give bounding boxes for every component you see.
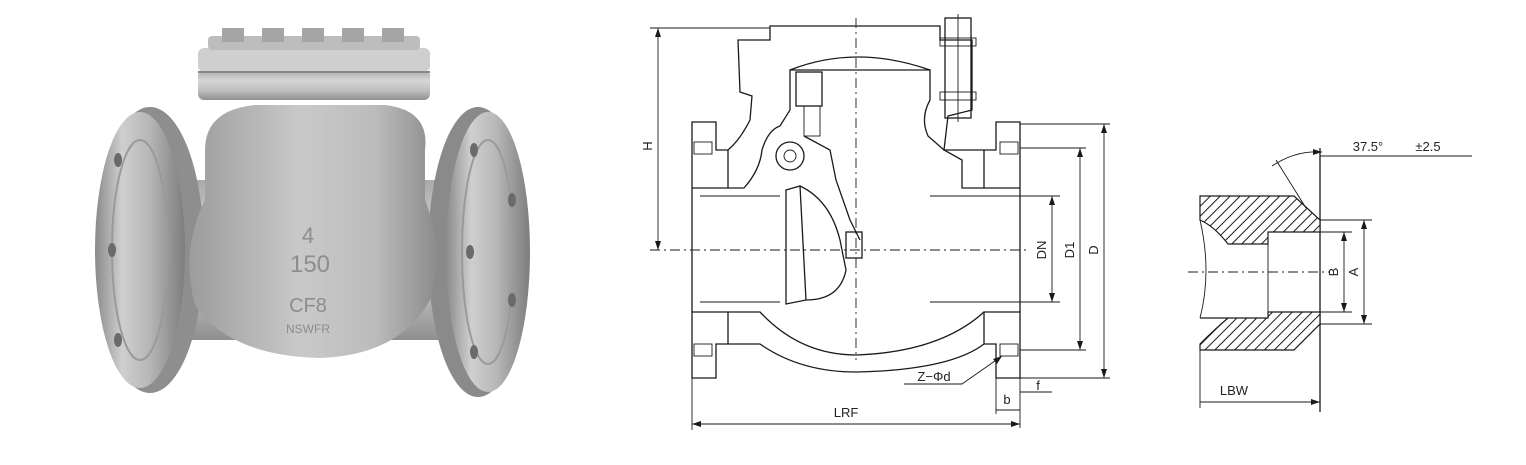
body-inner-bottom	[728, 311, 985, 356]
dim-label-d: D	[1086, 245, 1101, 254]
bevel-tolerance-label: ±2.5	[1415, 139, 1440, 154]
cast-mark-maker: NSWFR	[286, 322, 330, 336]
left-flange-bottom	[691, 311, 729, 379]
right-flange-top	[983, 121, 1021, 189]
disc-nut	[845, 231, 863, 259]
weld-end-detail: 37.5° ±2.5 B A LBW	[1188, 139, 1472, 412]
bonnet-bolt	[342, 28, 364, 42]
bolt-hole	[108, 243, 116, 257]
cast-mark-class: 150	[290, 251, 330, 278]
hinge-pin	[775, 141, 805, 171]
bonnet-bolt	[222, 28, 244, 42]
body-inner-top	[728, 69, 984, 189]
bolt-hole	[114, 153, 122, 167]
hinge-bracket	[795, 71, 823, 107]
cast-mark-material: CF8	[289, 295, 327, 317]
disc-body	[799, 185, 847, 301]
dim-label-a: A	[1346, 267, 1361, 276]
section-drawing: H DN D1 D Z−Φd b f LRF	[640, 14, 1110, 430]
dim-label-lbw: LBW	[1220, 383, 1249, 398]
bolt-hole	[508, 193, 516, 207]
bevel-leader	[1275, 159, 1307, 209]
body-outer-top	[727, 25, 984, 151]
bolt-hole	[470, 143, 478, 157]
bolt-hole	[466, 245, 474, 259]
inner-break-line	[1199, 219, 1207, 319]
dim-label-lrf: LRF	[834, 405, 859, 420]
dim-label-f: f	[1036, 378, 1040, 393]
bolt-hole	[114, 333, 122, 347]
bevel-angle-label: 37.5°	[1353, 139, 1384, 154]
left-flange-top	[691, 121, 729, 189]
dim-label-dn: DN	[1034, 241, 1049, 260]
bonnet-bolt	[382, 28, 404, 42]
right-flange	[428, 107, 530, 397]
disc-face	[785, 185, 807, 305]
cast-mark-size: 4	[302, 223, 314, 248]
right-flange-bottom	[983, 311, 1021, 379]
bolt-hole	[508, 293, 516, 307]
dim-label-d1: D1	[1062, 242, 1077, 259]
bonnet-bolt	[302, 28, 324, 42]
bolt-hole	[470, 345, 478, 359]
bolt-hole-leader	[904, 355, 1003, 385]
valve-body	[189, 105, 437, 358]
dim-label-b: b	[1003, 392, 1010, 407]
dim-label-b-bore: B	[1326, 268, 1341, 277]
dim-label-h: H	[640, 141, 655, 150]
valve-bonnet	[198, 28, 430, 100]
body-outer-bottom	[728, 343, 985, 373]
bonnet-bolt	[262, 28, 284, 42]
bonnet-cover	[789, 56, 931, 71]
left-flange	[95, 107, 204, 393]
bottom-wall-section	[1199, 311, 1321, 351]
swing-arm	[803, 135, 861, 241]
top-wall-section	[1199, 195, 1321, 245]
dim-label-bolt-holes: Z−Φd	[917, 369, 950, 384]
valve-photo: 4 150 CF8 NSWFR	[95, 28, 530, 397]
